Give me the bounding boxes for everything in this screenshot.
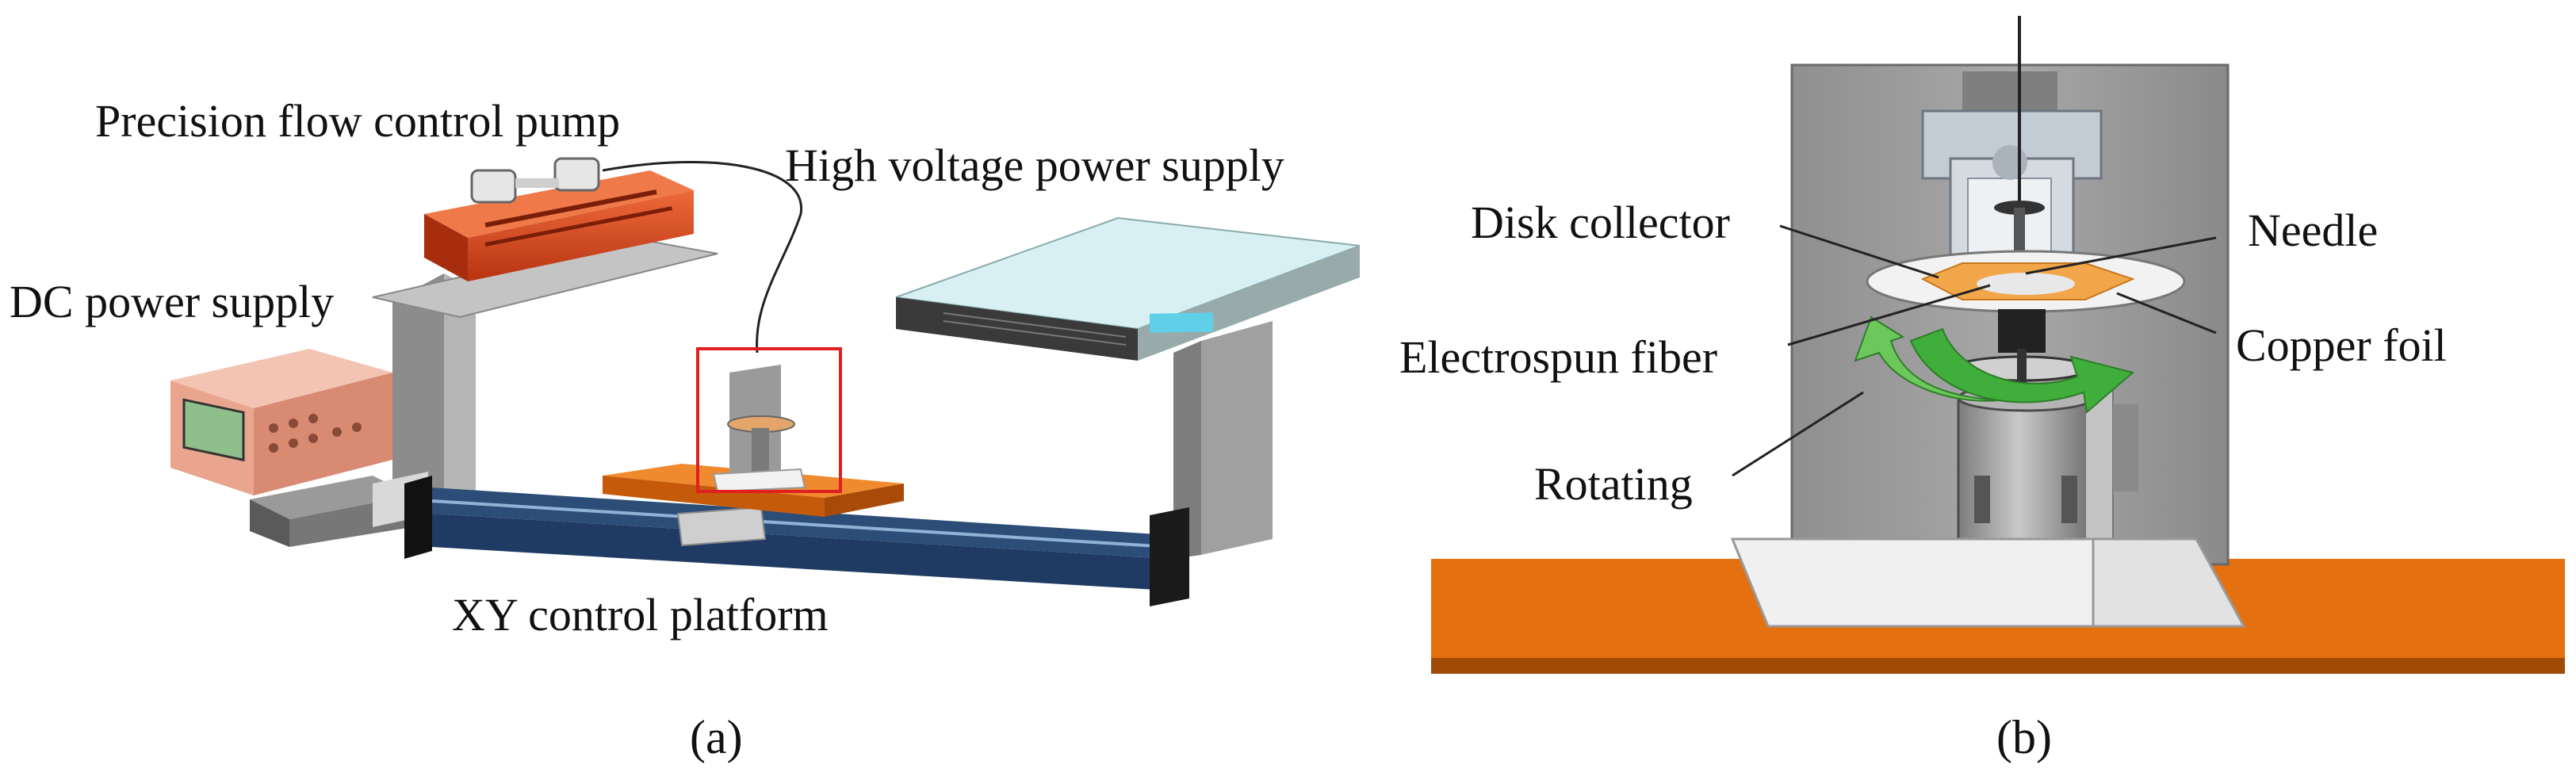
label-disk-collector: Disk collector	[1471, 197, 1730, 248]
label-rotating: Rotating	[1534, 458, 1693, 510]
support-frame-left	[392, 273, 476, 523]
label-dc-supply: DC power supply	[10, 276, 334, 327]
label-xy-platform: XY control platform	[452, 589, 829, 640]
label-copper-foil: Copper foil	[2236, 319, 2447, 371]
feed-tube	[602, 161, 803, 354]
xy-rail	[404, 476, 1189, 606]
dc-power-supply	[170, 349, 392, 495]
hv-power-supply	[895, 216, 1361, 361]
leader-fiber	[1787, 284, 1991, 346]
leader-needle	[2025, 236, 2217, 275]
mini-collector	[712, 365, 806, 493]
precision-pump	[424, 157, 694, 281]
label-electrospun-fiber: Electrospun fiber	[1399, 331, 1717, 383]
carriage	[676, 506, 767, 547]
panel-a: Precision flow control pump High voltage…	[10, 95, 1361, 763]
caption-a: (a)	[690, 711, 743, 763]
leader-rotating	[1732, 391, 1864, 477]
caption-b: (b)	[1996, 711, 2052, 763]
panel-b: Disk collector Needle Electrospun fiber …	[1399, 16, 2565, 763]
label-hv-supply: High voltage power supply	[785, 140, 1284, 191]
support-frame-right	[1173, 321, 1273, 559]
base-blocks	[1730, 537, 2246, 628]
leader-copper	[2116, 292, 2217, 335]
highlight-box	[696, 347, 842, 493]
label-pump: Precision flow control pump	[95, 95, 620, 147]
leader-disk	[1779, 224, 1939, 279]
rotation-arrow	[1854, 315, 2135, 414]
label-needle: Needle	[2248, 205, 2378, 256]
